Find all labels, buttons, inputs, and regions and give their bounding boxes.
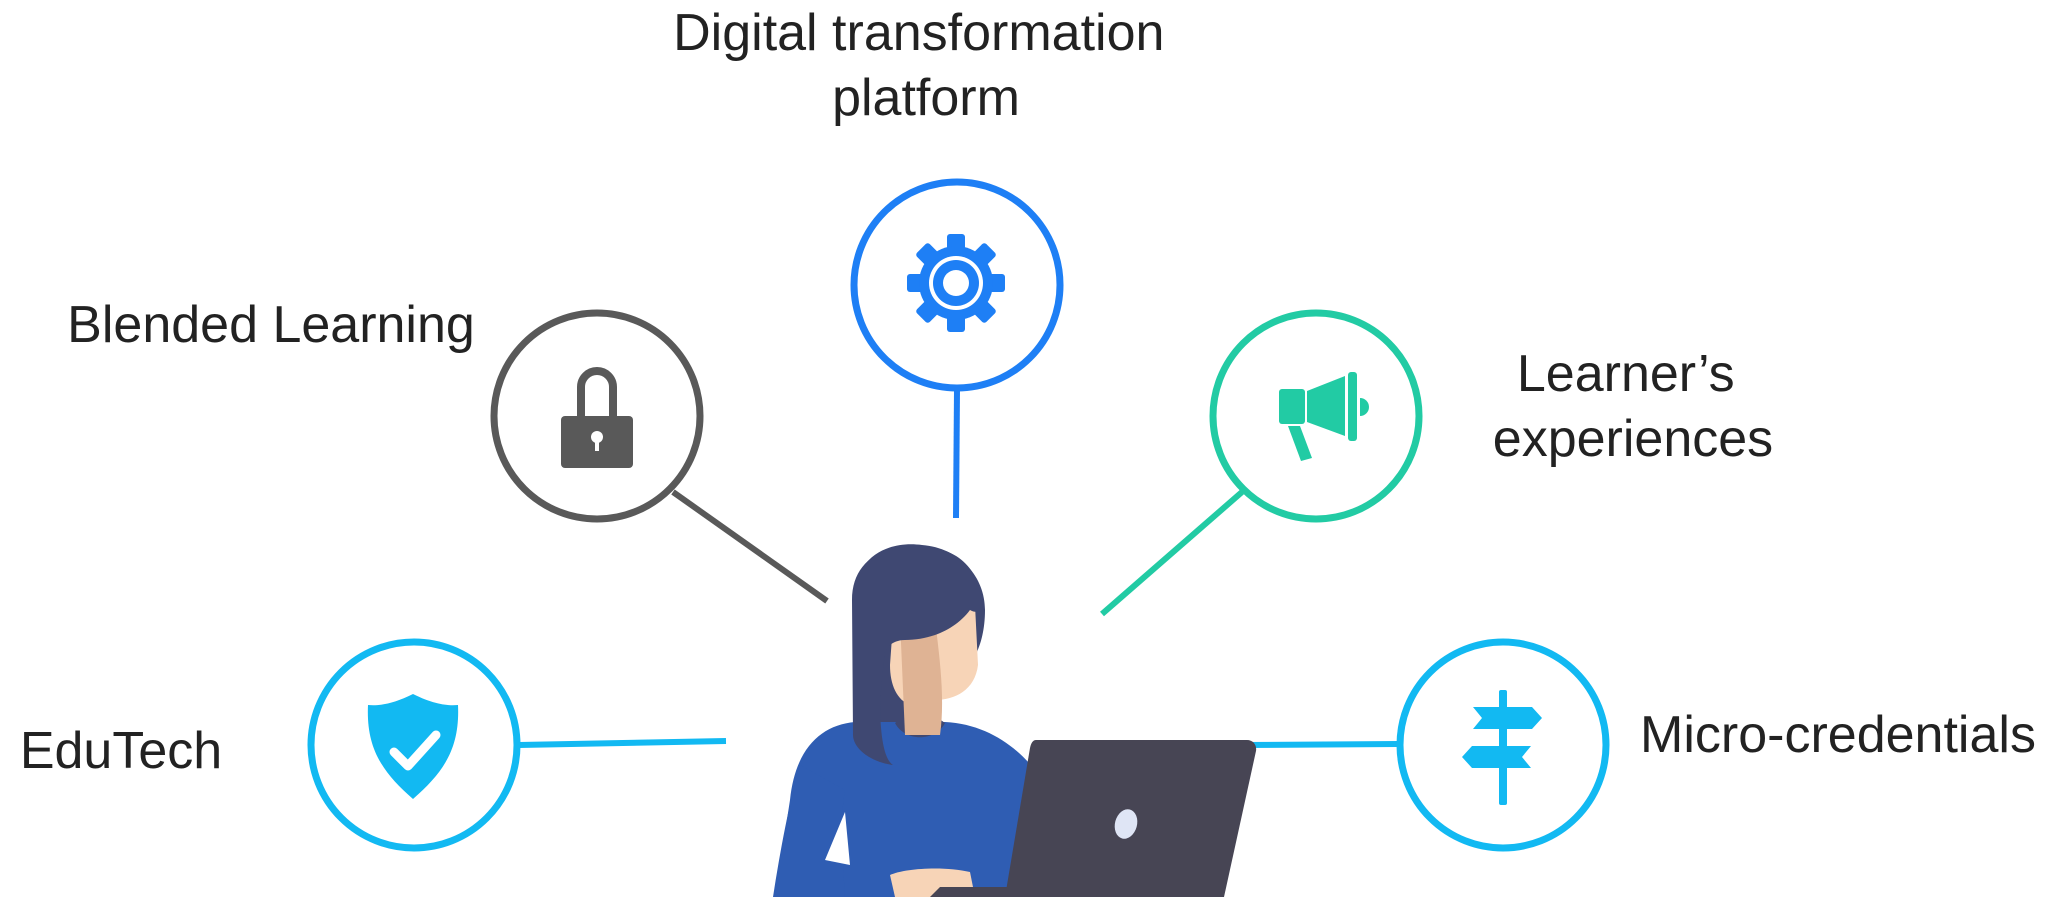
node-label-edutech: EduTech [20,722,222,780]
node-label-digital: Digital transformation platform [673,4,1179,127]
node-label-micro: Micro-credentials [1640,706,2036,764]
node-digital-transformation: Digital transformation platform [673,4,1179,392]
laptop-illustration [930,740,1257,897]
gear-icon [907,234,1005,332]
signpost-icon [1462,690,1542,805]
connector-learners [1100,489,1244,617]
shield-check-icon [367,694,459,799]
connector-micro [1243,741,1399,748]
node-blended-learning: Blended Learning [67,296,704,523]
node-label-blended: Blended Learning [67,296,475,354]
connector-edutech [518,738,727,748]
node-label-learners: Learner’s experiences [1493,345,1773,468]
arm-left [773,765,845,897]
person-illustration [773,544,1052,897]
sleeve-fold [825,812,850,865]
node-micro-credentials: Micro-credentials [1396,638,2036,852]
lock-icon [561,367,633,468]
face-shadow [900,620,943,735]
connector-digital [953,389,960,519]
megaphone-icon [1279,372,1369,461]
node-edutech: EduTech [20,638,521,852]
hair-front [852,545,984,765]
laptop-base [930,887,1100,897]
node-learners-experiences: Learner’s experiences [1209,309,1773,523]
laptop-logo [1114,809,1138,839]
connector-blended [671,489,829,604]
